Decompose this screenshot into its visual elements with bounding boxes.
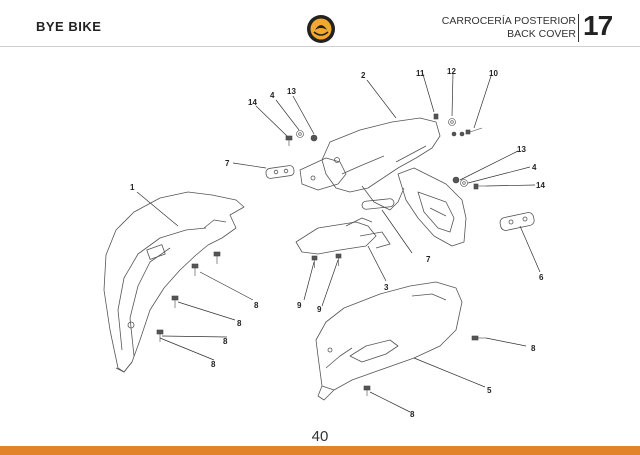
- part-screw-11: [433, 113, 439, 120]
- part-reflector-center: [361, 198, 395, 210]
- callout-8c: 8: [223, 337, 228, 346]
- part-screw-8a: [191, 263, 199, 276]
- callout-7a: 7: [225, 159, 230, 168]
- callout-12: 12: [447, 67, 456, 76]
- header-divider: [0, 46, 640, 47]
- title-separator: [578, 14, 579, 42]
- bye-bike-logo-icon: [307, 15, 335, 43]
- part-washer-4b: [460, 179, 468, 187]
- part-nut-13a: [310, 134, 318, 142]
- callout-13a: 13: [287, 87, 296, 96]
- part-reflector-left: [265, 165, 295, 179]
- callout-2: 2: [361, 71, 366, 80]
- footer-accent-bar: [0, 446, 640, 455]
- callout-10: 10: [489, 69, 498, 78]
- callout-8b: 8: [237, 319, 242, 328]
- part-rear-fender: [103, 191, 245, 373]
- part-screw-8c: [171, 295, 179, 308]
- part-screw-8b: [213, 251, 221, 264]
- part-bracket: [295, 217, 391, 255]
- part-screw-9a: [311, 255, 318, 268]
- part-screw-14a: [285, 135, 293, 146]
- part-washer-12: [448, 118, 456, 126]
- callout-9a: 9: [297, 301, 302, 310]
- section-number: 17: [583, 10, 613, 41]
- brand-name: BYE BIKE: [36, 19, 102, 34]
- part-screw-10: [465, 127, 483, 135]
- callout-6: 6: [539, 273, 544, 282]
- callout-8d: 8: [211, 360, 216, 369]
- part-screw-14b: [473, 183, 486, 190]
- callout-8e: 8: [531, 344, 536, 353]
- part-nut-misc: [451, 131, 457, 137]
- callout-9b: 9: [317, 305, 322, 314]
- callout-8f: 8: [410, 410, 415, 419]
- page-number: 40: [311, 428, 329, 445]
- exploded-parts-diagram: 1 2 3 4 4 5 6 7 7 8 8 8 8 8 8 9 9 10 11 …: [103, 67, 545, 419]
- section-title-es: CARROCERÍA POSTERIOR: [441, 15, 576, 27]
- part-lower-cover: [315, 281, 463, 401]
- callout-1: 1: [130, 183, 135, 192]
- callout-3: 3: [384, 283, 389, 292]
- callout-14b: 14: [536, 181, 545, 190]
- part-reflector-right: [499, 212, 535, 231]
- callout-8a: 8: [254, 301, 259, 310]
- callout-4a: 4: [270, 91, 275, 100]
- part-screw-8e: [471, 335, 486, 341]
- callout-11: 11: [416, 69, 425, 78]
- part-nut-misc-2: [459, 131, 465, 137]
- section-title-en: BACK COVER: [507, 28, 576, 40]
- part-tail-frame: [299, 117, 441, 211]
- part-plate-holder: [397, 167, 467, 247]
- callout-13b: 13: [517, 145, 526, 154]
- callout-7b: 7: [426, 255, 431, 264]
- part-screw-8f: [363, 385, 371, 396]
- part-nut-13b: [452, 176, 460, 184]
- part-screw-9b: [335, 253, 342, 266]
- section-title: CARROCERÍA POSTERIOR BACK COVER: [442, 15, 576, 41]
- part-washer-4a: [296, 130, 304, 138]
- callout-14a: 14: [248, 98, 257, 107]
- callout-4b: 4: [532, 163, 537, 172]
- callout-5: 5: [487, 386, 492, 395]
